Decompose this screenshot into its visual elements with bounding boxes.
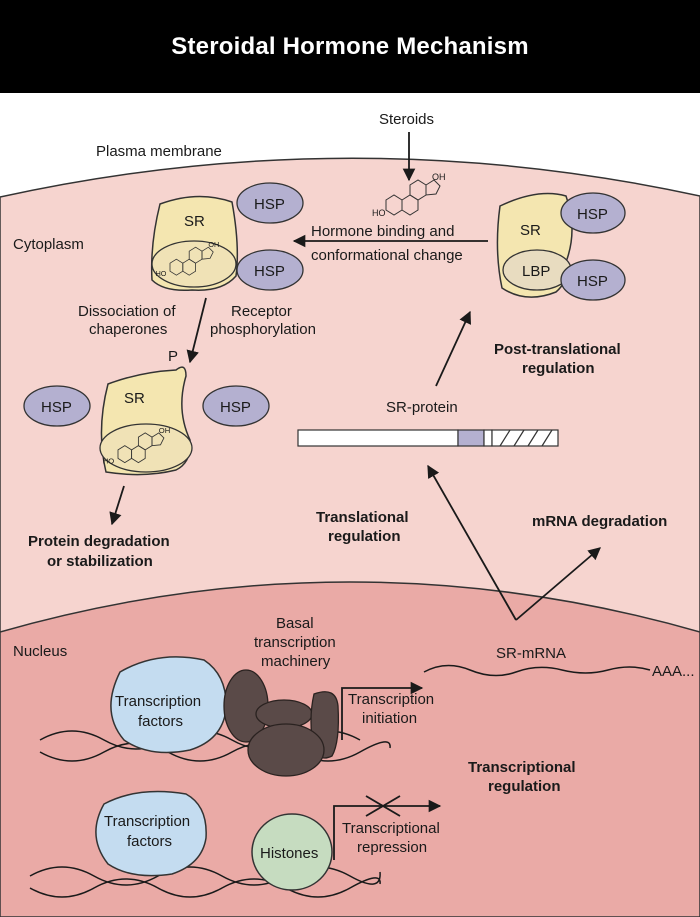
released-steroid: OH HO [103, 426, 171, 466]
basal-label-2: transcription [254, 634, 336, 651]
released-oh: OH [159, 426, 170, 435]
hsp-top-left [236, 182, 304, 224]
protein-segment-white [297, 429, 459, 447]
bound-ho: HO [156, 269, 167, 278]
phosphorylation-label-1: Receptor [231, 303, 292, 320]
repression-label-1: Transcriptional [342, 820, 440, 837]
initiation-arrow [341, 681, 424, 740]
ho-label: HO [372, 208, 386, 218]
hsp-top-left-label: HSP [254, 196, 285, 213]
repression-cross-2 [365, 795, 401, 817]
sr-protein-label: SR-protein [386, 399, 458, 416]
transcriptional-label-2: regulation [488, 778, 561, 795]
nucleus-label: Nucleus [13, 643, 67, 660]
hsp-top-right-label: HSP [577, 206, 608, 223]
post-translational-arrow [435, 310, 471, 387]
dna-strand-upper-b [39, 741, 391, 762]
initiation-label-1: Transcription [348, 691, 434, 708]
hsp-bottom-right-label: HSP [577, 273, 608, 290]
protein-segment-purple [457, 429, 485, 447]
tf-lower-label-2: factors [127, 833, 172, 850]
hsp-mid-left [236, 249, 304, 291]
protein-degradation-label-2: or stabilization [47, 553, 153, 570]
dissociation-label-1: Dissociation of [78, 303, 176, 320]
mrna-degradation-label: mRNA degradation [532, 513, 667, 530]
basal-label-1: Basal [276, 615, 314, 632]
histones-shape [251, 813, 333, 891]
steroids-label: Steroids [379, 111, 434, 128]
tf-lower-label-1: Transcription [104, 813, 190, 830]
sr-mrna-label: SR-mRNA [496, 645, 566, 662]
hsp-mid-left-label: HSP [254, 263, 285, 280]
basal-label-3: machinery [261, 653, 331, 670]
unbound-sr-label: SR [520, 222, 541, 239]
dna-strand-lower-b [29, 877, 381, 898]
steroid-molecule: OH HO [372, 172, 446, 218]
poly-a-label: AAA... [652, 663, 695, 680]
protein-segment-hatched [491, 429, 559, 447]
phosphate-label: P [168, 348, 178, 365]
hsp-free-left [23, 385, 91, 427]
dissociation-label-2: chaperones [89, 321, 167, 338]
translational-label-1: Translational [316, 509, 409, 526]
hsp-bottom-right [560, 259, 626, 301]
transcription-factors-lower [95, 790, 207, 877]
phosphorylation-label-2: phosphorylation [210, 321, 316, 338]
tf-upper-label-1: Transcription [115, 693, 201, 710]
released-sr-label: SR [124, 390, 145, 407]
machinery-blob-4 [247, 723, 325, 777]
protein-segment-gap [483, 429, 493, 447]
released-ho: HO [103, 457, 115, 466]
post-translational-label-2: regulation [522, 360, 595, 377]
sr-protein-bar [297, 429, 559, 447]
hormone-binding-label-2: conformational change [311, 247, 463, 264]
hormone-binding-label-1: Hormone binding and [311, 223, 454, 240]
bound-receptor-complex: SR OH HO HSP HSP [150, 182, 304, 292]
transcriptional-label-1: Transcriptional [468, 759, 576, 776]
released-lbp [99, 423, 193, 473]
hsp-top-right [560, 192, 626, 234]
mrna-degradation-arrow [515, 547, 601, 621]
lbp-label: LBP [522, 263, 550, 280]
hsp-free-right-label: HSP [220, 399, 251, 416]
released-receptor-complex: SR OH HO HSP HSP [23, 366, 270, 476]
bound-sr-label: SR [184, 213, 205, 230]
tf-upper-label-2: factors [138, 713, 183, 730]
histones-label: Histones [260, 845, 318, 862]
oh-label: OH [432, 172, 446, 182]
repression-arrow [333, 799, 442, 860]
cytoplasm-label: Cytoplasm [13, 236, 84, 253]
sr-mrna-strand [423, 664, 651, 677]
post-translational-label-1: Post-translational [494, 341, 621, 358]
page-title: Steroidal Hormone Mechanism [171, 32, 529, 60]
nucleus-region [0, 581, 700, 917]
title-bar: Steroidal Hormone Mechanism [0, 0, 700, 93]
repression-label-2: repression [357, 839, 427, 856]
bound-lbp [151, 240, 237, 288]
bound-oh: OH [208, 240, 219, 249]
dissociation-arrow [186, 297, 207, 364]
protein-degradation-label-1: Protein degradation [28, 533, 170, 550]
unbound-receptor-complex: SR LBP HSP HSP [496, 192, 626, 301]
translation-arrow [427, 464, 517, 621]
bound-steroid: OH HO [156, 240, 220, 278]
hsp-free-left-label: HSP [41, 399, 72, 416]
degradation-arrow [109, 485, 125, 526]
dna-strand-lower-a [29, 866, 381, 886]
initiation-label-2: initiation [362, 710, 417, 727]
plasma-membrane-label: Plasma membrane [96, 143, 222, 160]
transcription-machinery [223, 669, 340, 777]
translational-label-2: regulation [328, 528, 401, 545]
hsp-free-right [202, 385, 270, 427]
transcription-factors-upper [110, 656, 227, 754]
